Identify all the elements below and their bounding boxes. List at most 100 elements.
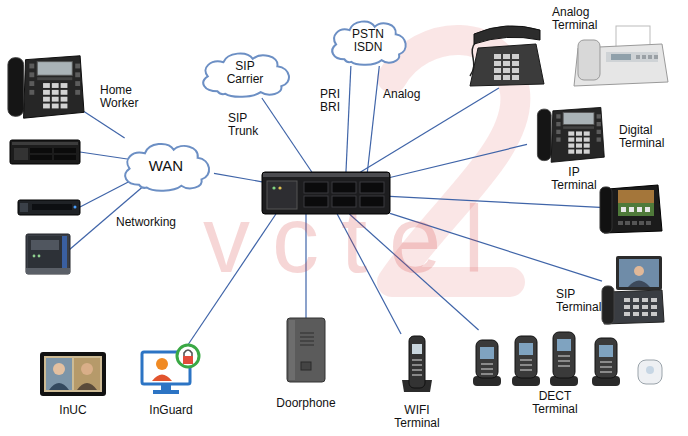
phone-key	[61, 90, 68, 95]
phone-key	[494, 75, 501, 80]
phone-key	[625, 221, 630, 225]
screen-icon	[637, 207, 642, 212]
fax-display	[611, 54, 631, 60]
phone-key	[651, 312, 657, 316]
phone-key	[29, 90, 34, 95]
handset-key	[600, 361, 612, 363]
connector-line	[84, 111, 125, 138]
phone-body	[470, 44, 544, 86]
phone-key	[556, 114, 560, 118]
phone-key	[584, 149, 590, 153]
door-grille	[300, 344, 314, 346]
phone-key	[29, 72, 34, 77]
phone-handset	[600, 187, 612, 233]
phone-key	[52, 104, 59, 109]
device-caption: Home Worker	[100, 84, 150, 110]
slim-led	[74, 206, 77, 209]
phone-screen	[619, 259, 659, 287]
handset-key	[412, 364, 422, 366]
handset-screen	[599, 345, 613, 357]
phone-key	[618, 221, 623, 225]
phone-key	[642, 305, 648, 309]
video-tile	[74, 358, 100, 390]
phone-key	[512, 68, 519, 73]
fax-key	[636, 55, 640, 59]
cabinet-panel	[31, 240, 59, 250]
threat-body	[152, 375, 172, 382]
connector-line	[346, 66, 351, 172]
icon-wifi	[400, 334, 434, 394]
pbx-slot	[304, 182, 328, 193]
handset-key	[558, 360, 570, 362]
connector-line	[367, 66, 379, 172]
phone-key	[43, 90, 50, 95]
screen-face	[634, 266, 644, 276]
handset-key	[481, 373, 493, 375]
rack-pbx	[10, 140, 80, 164]
phone-key	[633, 305, 639, 309]
phone-key	[646, 221, 651, 225]
phone-key	[584, 143, 590, 147]
monitor-button	[646, 366, 654, 374]
cabinet-led	[38, 255, 41, 258]
phone-key	[597, 114, 601, 118]
phone-key	[576, 143, 582, 147]
handset-key	[558, 365, 570, 367]
phone-key	[576, 137, 582, 141]
fax-key	[642, 55, 646, 59]
device-caption: WIFI Terminal	[392, 404, 442, 430]
pbx-led	[272, 186, 275, 189]
device-caption: Doorphone	[256, 397, 356, 410]
phone-key	[52, 90, 59, 95]
edge-label: PRI BRI	[320, 88, 346, 114]
handset-body	[515, 336, 537, 378]
cloud-outline	[125, 144, 209, 191]
slim-panel	[20, 203, 28, 212]
desk-phone: Digital Terminal	[527, 104, 613, 164]
uc-screen: InUC	[40, 352, 106, 396]
handset-screen	[480, 347, 494, 359]
phone-key	[624, 305, 630, 309]
door-grille	[300, 336, 314, 338]
wifi-handset: WIFI Terminal	[400, 334, 434, 394]
fax-panel	[606, 52, 658, 62]
phone-key	[597, 130, 601, 134]
video-body	[49, 383, 69, 390]
screen-frame	[40, 352, 106, 396]
phone-key	[568, 149, 574, 153]
screen-icon	[645, 207, 650, 212]
phone-softkeys	[563, 126, 594, 129]
phone-key	[568, 143, 574, 147]
handset-body	[595, 338, 617, 378]
cloud-label: PSTN ISDN	[343, 28, 393, 54]
fax-key	[648, 55, 652, 59]
phone-key	[29, 81, 34, 86]
phone-key	[512, 61, 519, 66]
icon-door	[287, 318, 325, 382]
lock-body	[183, 356, 193, 364]
phone-key	[503, 68, 510, 73]
phone-key	[512, 54, 519, 59]
phone-key	[651, 305, 657, 309]
handset-key	[412, 374, 422, 376]
phone-key	[494, 68, 501, 73]
phone-key	[494, 61, 501, 66]
phone-key	[576, 149, 582, 153]
phone-key	[556, 130, 560, 134]
device-caption: SIP Terminal	[556, 288, 602, 314]
phone-key	[642, 312, 648, 316]
video-tile	[46, 358, 72, 390]
handset-key	[600, 371, 612, 373]
video-body	[77, 383, 97, 390]
phone-screen-glow	[618, 190, 654, 203]
handset-screen	[557, 339, 571, 351]
phone-key	[624, 312, 630, 316]
handset-key	[481, 363, 493, 365]
icon-deskphone	[527, 104, 613, 164]
cabinet-pbx	[26, 234, 70, 274]
slim-housing	[18, 200, 80, 215]
cloud-label: WAN	[136, 157, 196, 174]
pbx-slot	[332, 182, 356, 193]
phone-key	[75, 72, 80, 77]
icon-sipphone	[602, 256, 664, 326]
